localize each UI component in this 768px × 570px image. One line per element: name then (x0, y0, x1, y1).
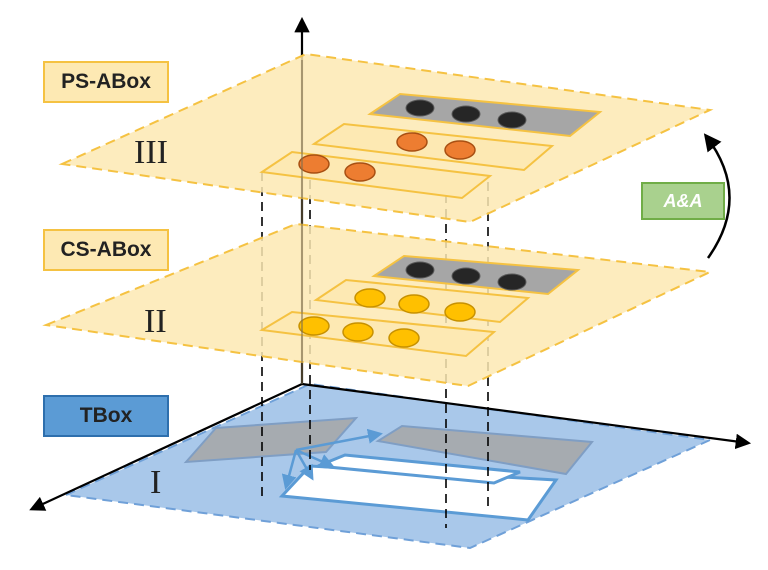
ps-orange-bar-middle (311, 122, 555, 172)
layer-2-numeral: II (144, 303, 167, 340)
cs-yellow-dot (388, 328, 420, 348)
tbox-grey-block-right (375, 424, 594, 476)
cs-black-dot (451, 267, 481, 285)
tbox-relation-arrows (281, 428, 383, 490)
ps-orange-dot (396, 132, 428, 152)
cs-abox-layer (42, 222, 714, 388)
cs-abox-label-box (43, 229, 169, 271)
layer-3-numeral: III (134, 134, 168, 171)
ps-orange-dot (298, 154, 330, 174)
ps-orange-dot (344, 162, 376, 182)
tbox-label: TBox (79, 404, 133, 427)
ps-black-dot (497, 111, 527, 129)
cs-yellow-dot (342, 322, 374, 342)
aa-label-box (641, 182, 725, 220)
tbox-label-box (43, 395, 169, 437)
cs-yellow-dot (444, 302, 476, 322)
ps-black-dot (451, 105, 481, 123)
aa-label: A&A (663, 190, 703, 211)
ps-orange-dot (444, 140, 476, 160)
left-axis (29, 383, 303, 511)
cs-yellow-dot (298, 316, 330, 336)
right-axis (301, 382, 752, 450)
ps-abox-label-box (43, 61, 169, 103)
cs-abox-label: CS-ABox (60, 238, 152, 261)
cs-black-dot (405, 261, 435, 279)
tbox-layer (62, 382, 714, 550)
ps-abox-layer (58, 52, 714, 224)
transition-arrow (703, 133, 731, 259)
cs-yellow-dot (354, 288, 386, 308)
layer-1-numeral: I (150, 464, 162, 501)
tbox-grey-block-left (183, 416, 359, 464)
tbox-inner-bar (317, 453, 521, 485)
cs-yellow-dot (398, 294, 430, 314)
ps-abox-label: PS-ABox (61, 70, 151, 93)
ps-black-dot (405, 99, 435, 117)
cs-black-dot (497, 273, 527, 291)
